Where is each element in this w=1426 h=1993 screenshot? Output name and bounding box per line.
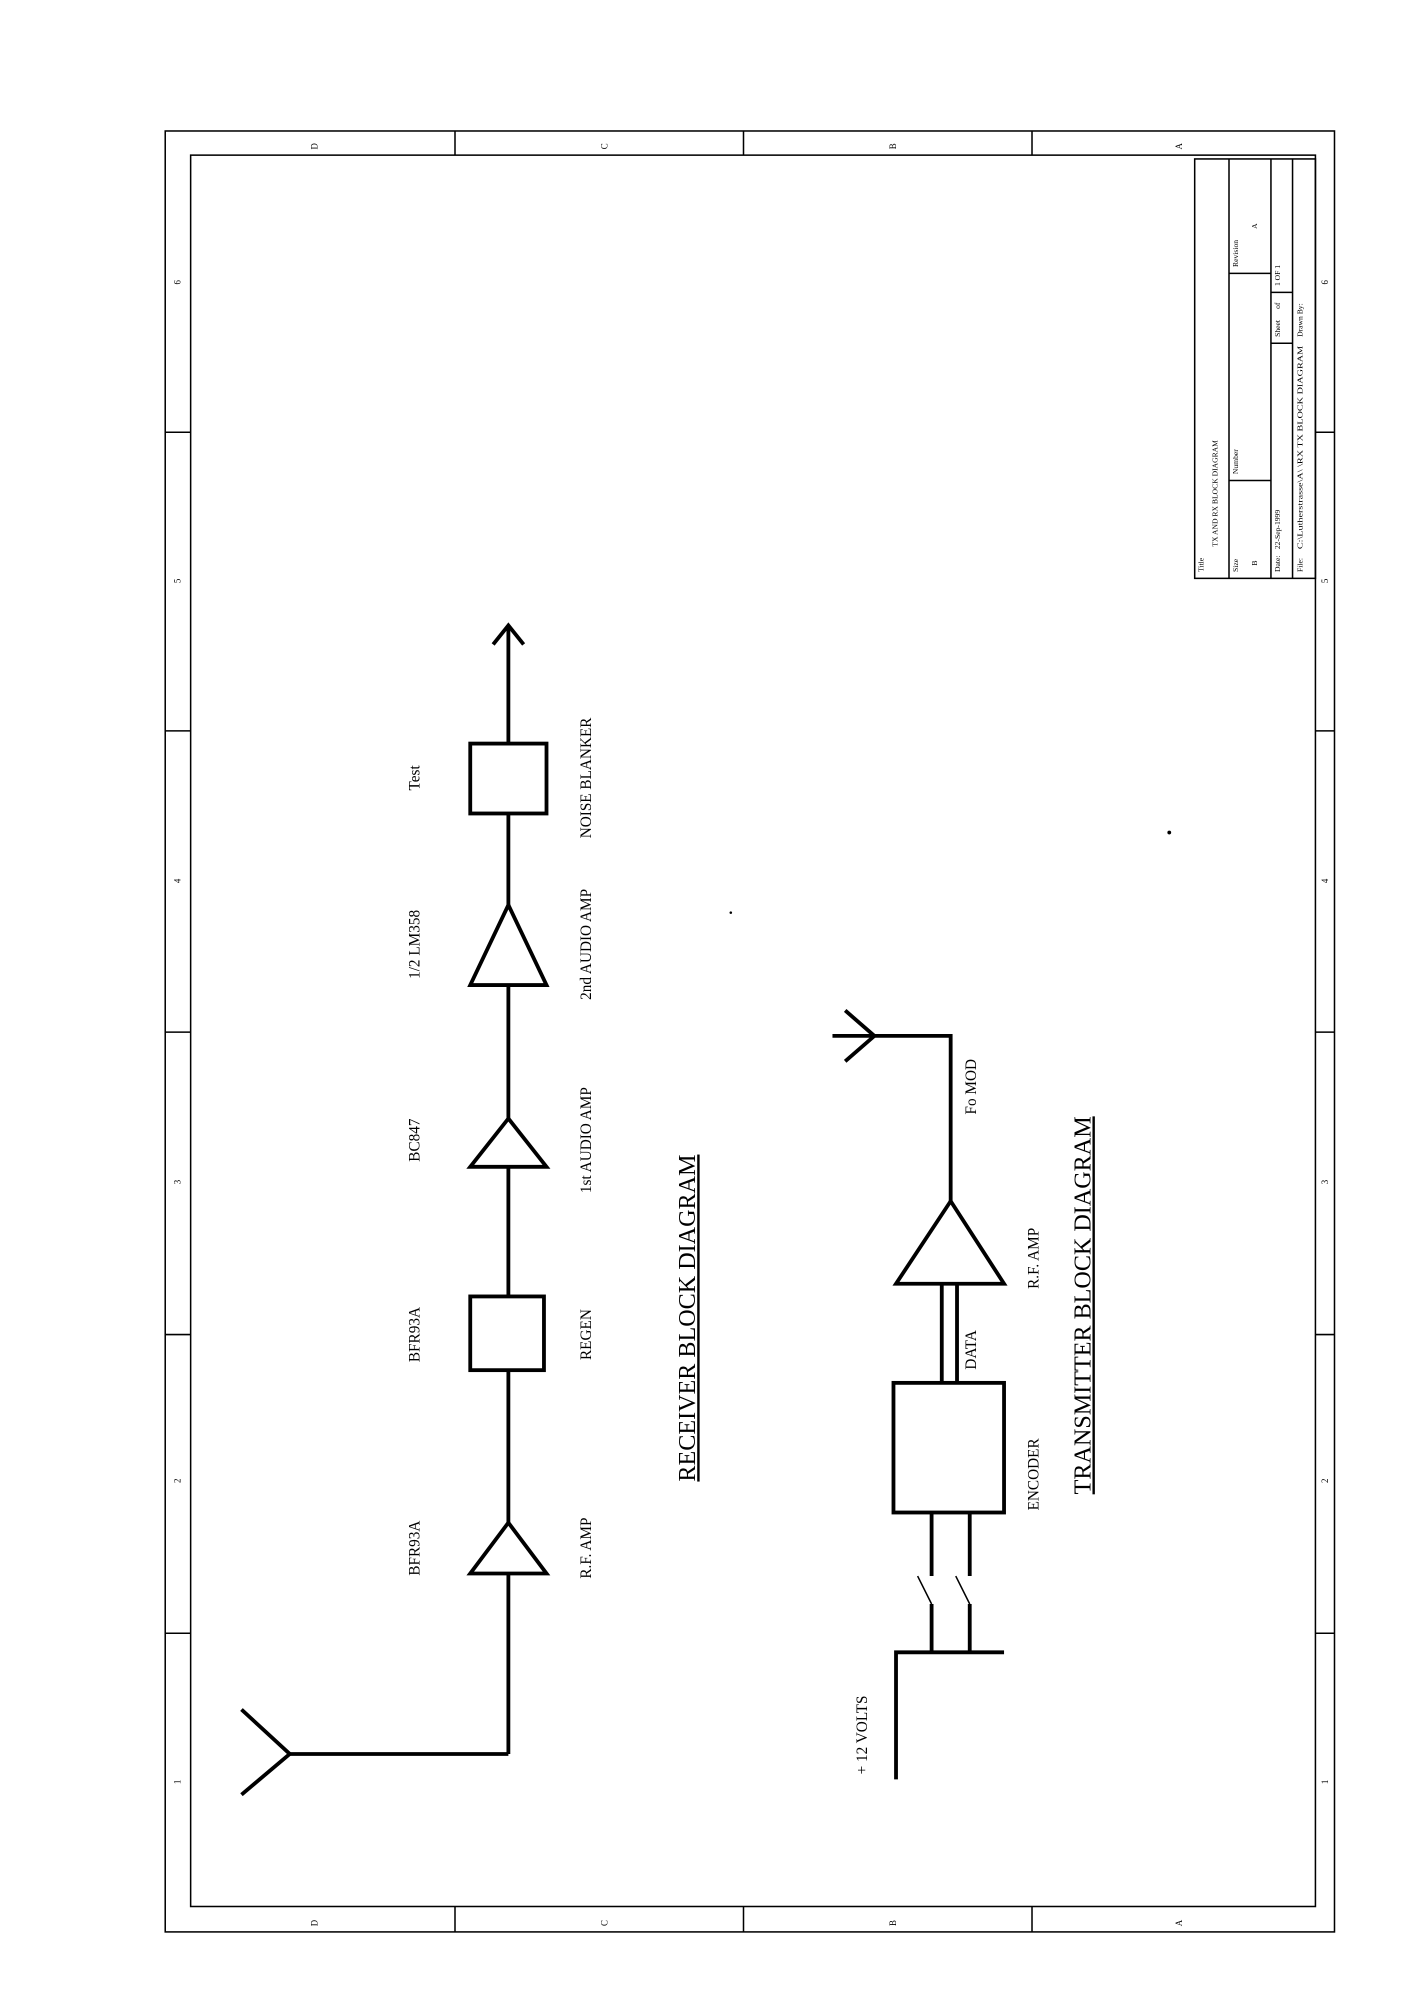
sheet-value: 1 OF 1: [1273, 265, 1282, 286]
part-label: Test: [406, 765, 423, 791]
receiver-block-diagram: BFR93A BFR93A BC847 1/2 LM358 Test R.F. …: [240, 622, 701, 1797]
output-label: Fo MOD: [963, 1059, 980, 1115]
zone-letter: C: [600, 143, 610, 149]
regen-block: [468, 1294, 546, 1373]
zone-letter: D: [310, 1919, 320, 1926]
switch-leads: [929, 1512, 972, 1653]
zone-number: 4: [172, 878, 182, 883]
zone-letter: D: [310, 142, 320, 149]
drawing-title: TX AND RX BLOCK DIAGRAM: [1211, 440, 1220, 547]
tx-antenna-icon: [843, 1009, 878, 1063]
part-label: BFR93A: [406, 1521, 423, 1576]
antenna-icon: [240, 1708, 293, 1797]
second-audio-amp-symbol: [467, 900, 550, 987]
of-label: of: [1273, 302, 1282, 309]
output-arrow-icon: [491, 622, 526, 646]
zone-number: 4: [1320, 878, 1330, 883]
size-label: Size: [1231, 558, 1240, 572]
speck: [729, 911, 733, 914]
title-label: Title: [1197, 557, 1206, 572]
zone-number: 2: [172, 1479, 182, 1483]
date-value: 22-Sep-1999: [1273, 510, 1282, 550]
zone-numbers: 6 5 4 3 2 1 6 5 4 3 2 1: [172, 279, 1330, 1784]
first-audio-amp-symbol: [466, 1115, 551, 1169]
sheet-label: Sheet: [1273, 319, 1282, 337]
size-value: B: [1250, 561, 1259, 566]
function-label: R.F. AMP: [578, 1518, 595, 1579]
rf-amp-label: R.F. AMP: [1025, 1228, 1042, 1289]
zone-number: 3: [172, 1179, 182, 1184]
file-value: C:\Lutherstrasse\A\ \RX TX BLOCK DIAGRAM: [1296, 345, 1305, 549]
file-label: File:: [1296, 558, 1305, 572]
transmitter-title: TRANSMITTER BLOCK DIAGRAM: [1069, 1116, 1096, 1494]
supply-line: [894, 1650, 1005, 1780]
tx-output-line: [832, 1033, 953, 1202]
switch-icon: [916, 1575, 971, 1605]
zone-number: 5: [1320, 578, 1330, 583]
function-label: 1st AUDIO AMP: [578, 1087, 595, 1193]
data-label: DATA: [963, 1330, 980, 1369]
zone-number: 3: [1320, 1179, 1330, 1184]
zone-letter: C: [600, 1920, 610, 1926]
speck: [1167, 830, 1172, 835]
date-label: Date:: [1273, 556, 1282, 572]
function-label: 2nd AUDIO AMP: [578, 889, 595, 1000]
zone-number: 1: [1320, 1780, 1330, 1784]
number-label: Number: [1231, 449, 1240, 474]
data-bus: [939, 1283, 959, 1383]
zone-letters: D C B A D C B A: [310, 142, 1184, 1926]
function-label: REGEN: [578, 1309, 595, 1360]
part-label: 1/2 LM358: [406, 909, 423, 978]
tx-rf-amp-symbol: [892, 1197, 1008, 1286]
zone-number: 6: [1320, 279, 1330, 284]
zone-letter: A: [1174, 1919, 1184, 1926]
zone-number: 1: [172, 1780, 182, 1784]
encoder-block: [891, 1380, 1006, 1515]
title-block: Title TX AND RX BLOCK DIAGRAM Size B Num…: [1193, 158, 1317, 580]
zone-letter: A: [1174, 142, 1184, 149]
zone-number: 5: [172, 578, 182, 583]
function-label: NOISE BLANKER: [578, 717, 595, 839]
zone-letter: B: [888, 143, 898, 149]
receiver-title: RECEIVER BLOCK DIAGRAM: [674, 1155, 701, 1482]
encoder-label: ENCODER: [1025, 1438, 1042, 1511]
drawn-by-label: Drawn By:: [1296, 303, 1305, 337]
revision-label: Revision: [1231, 240, 1240, 267]
noise-blanker-block: [468, 741, 549, 816]
transmitter-block-diagram: + 12 VOLTS Fo MOD DATA R.F. AMP ENCODER …: [832, 1009, 1096, 1780]
part-label: BFR93A: [406, 1307, 423, 1362]
zone-number: 2: [1320, 1479, 1330, 1483]
supply-label: + 12 VOLTS: [854, 1695, 871, 1774]
zone-number: 6: [172, 279, 182, 284]
part-label: BC847: [406, 1118, 423, 1162]
zone-letter: B: [888, 1920, 898, 1926]
sheet-frame: [164, 130, 1336, 1933]
rf-amp-symbol: [466, 1519, 551, 1576]
revision-value: A: [1250, 223, 1259, 229]
